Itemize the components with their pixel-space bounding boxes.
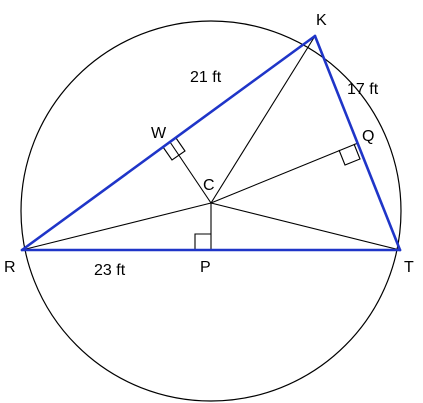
measure-rk: 21 ft xyxy=(190,69,222,86)
measure-kt: 17 ft xyxy=(347,81,379,98)
side-r-k xyxy=(20,34,317,252)
label-p: P xyxy=(200,259,211,276)
segment-c-r xyxy=(21,202,212,251)
label-c: C xyxy=(203,177,215,194)
side-k-t xyxy=(313,34,402,252)
segment-c-k xyxy=(210,35,316,204)
right-angle-marker-q xyxy=(338,143,361,166)
right-angle-marker-w xyxy=(162,137,186,161)
label-q: Q xyxy=(362,128,374,145)
segment-c-t xyxy=(210,202,401,251)
perpendicular-c-q xyxy=(210,142,359,204)
label-w: W xyxy=(151,125,167,142)
label-r: R xyxy=(4,259,16,276)
perpendicular-c-w xyxy=(169,141,212,204)
measure-rt: 23 ft xyxy=(94,262,126,279)
label-t: T xyxy=(404,259,414,276)
circumcircle xyxy=(20,20,402,402)
label-k: K xyxy=(316,12,327,29)
right-angle-marker-p xyxy=(194,233,211,250)
